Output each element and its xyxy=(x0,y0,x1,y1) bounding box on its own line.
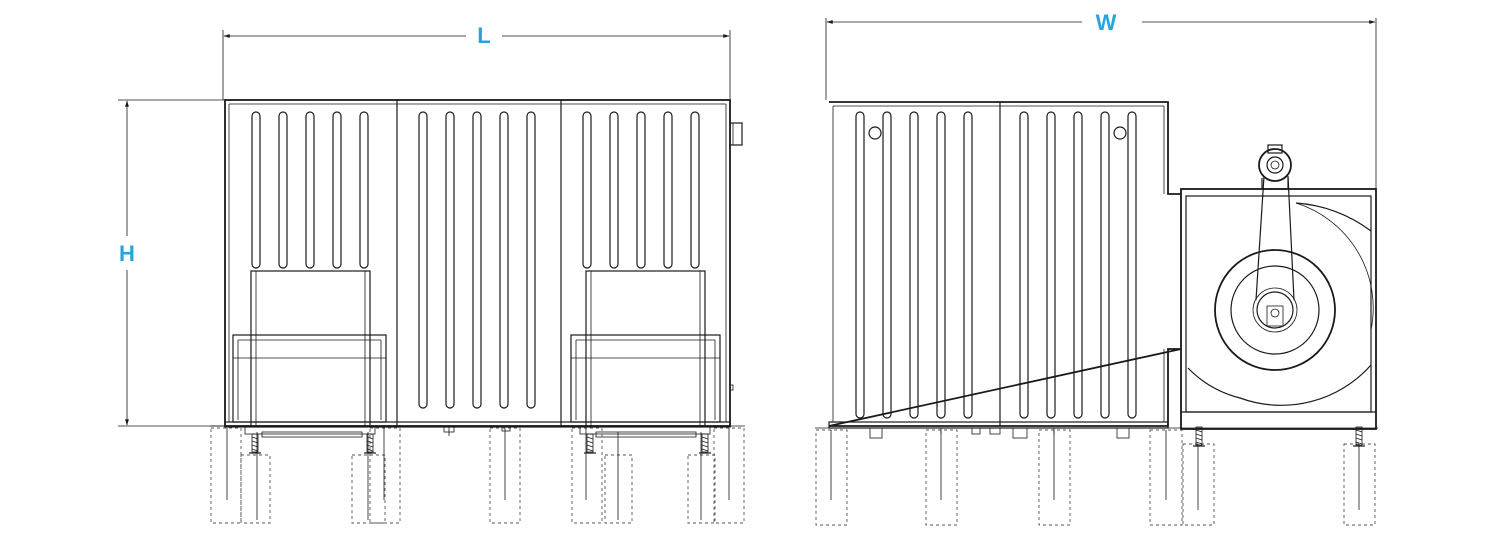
width-label: W xyxy=(1096,10,1117,35)
side-louver-slot xyxy=(855,111,865,419)
side-drain-fittings xyxy=(869,427,1130,439)
length-dimension: L xyxy=(222,23,731,100)
width-dimension: W xyxy=(825,10,1377,190)
front-view: L H xyxy=(118,23,745,524)
side-louver-slot xyxy=(1073,111,1083,419)
louver-slot xyxy=(305,111,315,269)
louver-slot xyxy=(582,111,592,269)
louver-slot xyxy=(445,111,455,409)
louver-slot xyxy=(251,111,261,269)
louver-group-1 xyxy=(251,111,369,269)
louver-group-2 xyxy=(418,111,536,409)
length-label: L xyxy=(477,23,490,48)
side-louver-slot xyxy=(1019,111,1029,419)
spring-isolator xyxy=(1353,426,1365,447)
side-louver-slot xyxy=(1127,111,1137,419)
louver-slot xyxy=(526,111,536,409)
right-access-box xyxy=(570,270,734,438)
side-louver-slot xyxy=(936,111,946,419)
side-louver-slot xyxy=(1100,111,1110,419)
front-housing xyxy=(224,99,743,428)
side-louver-slot xyxy=(963,111,973,419)
louver-slot xyxy=(609,111,619,269)
spring-isolators-side xyxy=(1193,426,1365,447)
louver-slot xyxy=(472,111,482,409)
louver-slot xyxy=(499,111,509,409)
spring-isolators-front xyxy=(249,433,711,454)
louver-slot xyxy=(663,111,673,269)
side-louver-slot xyxy=(1046,111,1056,419)
louver-slot xyxy=(636,111,646,269)
spring-isolator xyxy=(249,433,261,454)
side-view: W xyxy=(815,10,1378,526)
fan-section xyxy=(1180,188,1377,430)
side-foundation xyxy=(815,427,1378,526)
height-dimension: H xyxy=(118,99,224,427)
side-louver-slot xyxy=(882,111,892,419)
fan-pulley-icon xyxy=(1214,175,1336,371)
height-label: H xyxy=(119,241,135,266)
left-access-box xyxy=(232,270,387,438)
louver-slot xyxy=(359,111,369,269)
louver-slot xyxy=(332,111,342,269)
side-louver-slot xyxy=(909,111,919,419)
louver-slot xyxy=(278,111,288,269)
side-louver-group-2 xyxy=(1019,111,1137,419)
louver-slot xyxy=(690,111,700,269)
front-drain-fittings xyxy=(443,426,511,436)
spring-isolator xyxy=(364,433,376,454)
louver-group-3 xyxy=(582,111,700,269)
spring-isolator xyxy=(584,433,596,454)
motor-icon xyxy=(1258,144,1292,190)
side-louver-group-1 xyxy=(855,111,973,419)
front-foundation xyxy=(210,425,745,524)
spring-isolator xyxy=(699,433,711,454)
spring-isolator xyxy=(1193,426,1205,447)
louver-slot xyxy=(418,111,428,409)
